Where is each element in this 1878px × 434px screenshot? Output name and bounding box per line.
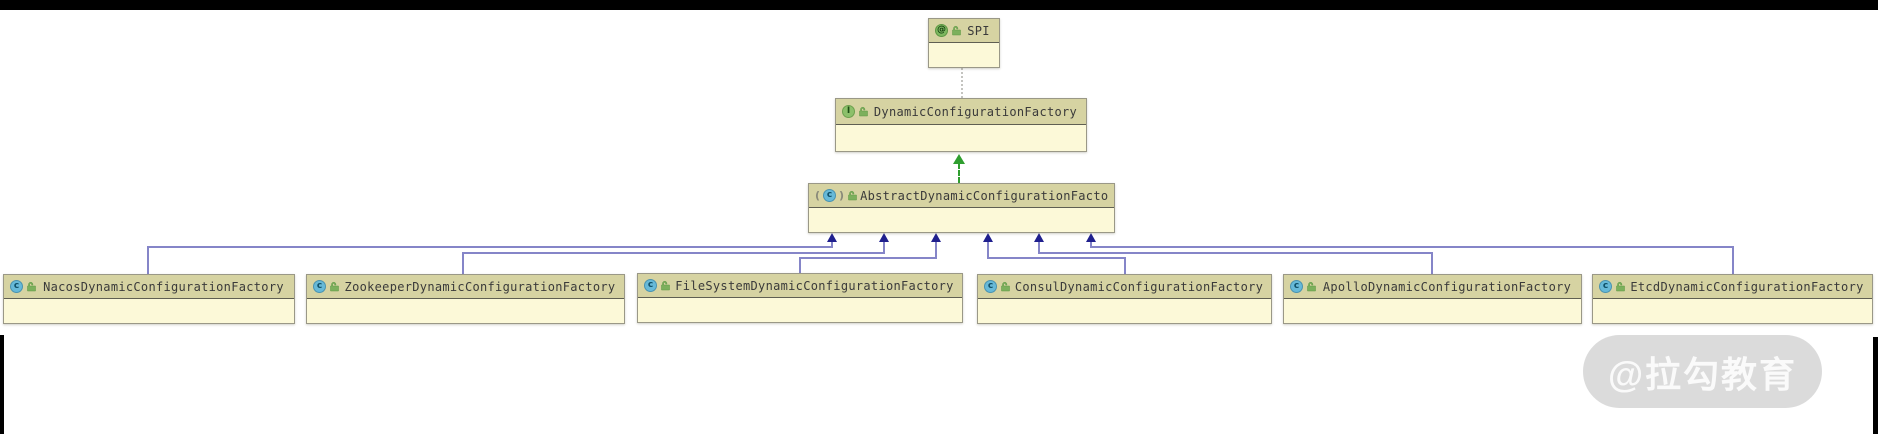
class-name: AbstractDynamicConfigurationFactory <box>860 189 1108 203</box>
interface-icon: I <box>842 105 855 118</box>
lock-icon <box>1306 281 1317 292</box>
node-icons: c <box>1290 280 1317 293</box>
class-name: NacosDynamicConfigurationFactory <box>39 280 288 294</box>
top-black-bar <box>0 0 1878 10</box>
class-icon: c <box>10 280 23 293</box>
class-name: ConsulDynamicConfigurationFactory <box>1013 280 1265 294</box>
implements-edge-line <box>958 163 960 183</box>
node-icons: c <box>984 280 1011 293</box>
class-name: FileSystemDynamicConfigurationFactory <box>673 279 956 293</box>
extends-edge-consul-stub <box>1124 258 1126 274</box>
abstract-class-icon: c <box>823 189 836 202</box>
extends-arrowhead-filesystem <box>931 233 941 242</box>
lock-icon <box>660 280 671 291</box>
extends-edge-filesystem-stub <box>799 258 801 274</box>
class-node-apollodynamicconfigurationfactory[interactable]: c ApolloDynamicConfigurationFactory <box>1283 274 1582 324</box>
class-node-nacosdynamicconfigurationfactory[interactable]: c NacosDynamicConfigurationFactory <box>3 274 295 324</box>
class-icon: c <box>644 279 657 292</box>
abstract-paren-left: ( <box>815 189 820 202</box>
extends-edge-consul-hline <box>987 257 1126 259</box>
bottom-left-black-bar <box>0 335 4 434</box>
class-name: ZookeeperDynamicConfigurationFactory <box>342 280 618 294</box>
class-icon: c <box>313 280 326 293</box>
node-icons: @ <box>935 24 962 37</box>
lock-icon <box>26 281 37 292</box>
class-icon: c <box>984 280 997 293</box>
extends-arrowhead-zookeeper <box>879 233 889 242</box>
lock-icon <box>847 190 858 201</box>
extends-edge-apollo-stem <box>1038 241 1040 253</box>
extends-arrowhead-etcd <box>1086 233 1096 242</box>
extends-arrowhead-consul <box>983 233 993 242</box>
node-icons: c <box>313 280 340 293</box>
node-body <box>4 299 294 323</box>
extends-edge-zookeeper-stem <box>883 241 885 253</box>
extends-edge-apollo-hline <box>1038 252 1433 254</box>
class-node-etcddynamicconfigurationfactory[interactable]: c EtcdDynamicConfigurationFactory <box>1592 274 1873 324</box>
node-icons: c <box>1599 280 1626 293</box>
extends-arrowhead-nacos <box>827 233 837 242</box>
node-body <box>638 298 962 322</box>
node-body <box>809 208 1114 232</box>
extends-edge-filesystem-hline <box>799 257 937 259</box>
interface-node-dynamicconfigurationfactory[interactable]: I DynamicConfigurationFactory <box>835 98 1087 152</box>
node-header: @ SPI <box>929 19 999 43</box>
node-body <box>307 299 624 323</box>
node-header: c EtcdDynamicConfigurationFactory <box>1593 275 1872 299</box>
bottom-right-black-bar <box>1873 337 1878 434</box>
node-icons: ( c ) <box>815 189 858 202</box>
extends-edge-consul-stem <box>987 241 989 258</box>
node-header: c ConsulDynamicConfigurationFactory <box>978 275 1271 299</box>
class-name: DynamicConfigurationFactory <box>871 105 1080 119</box>
class-node-filesystemdynamicconfigurationfactory[interactable]: c FileSystemDynamicConfigurationFactory <box>637 273 963 323</box>
lagou-education-watermark: @拉勾教育 <box>1583 335 1822 408</box>
abstract-class-node-abstractdynamicconfigurationfactory[interactable]: ( c ) AbstractDynamicConfigurationFactor… <box>808 183 1115 233</box>
lock-icon <box>951 25 962 36</box>
node-body <box>1284 299 1581 323</box>
node-body <box>836 125 1086 151</box>
extends-edge-zookeeper-stub <box>462 253 464 274</box>
node-header: I DynamicConfigurationFactory <box>836 99 1086 125</box>
extends-edge-etcd-stub <box>1732 247 1734 274</box>
class-name: EtcdDynamicConfigurationFactory <box>1628 280 1866 294</box>
class-name: SPI <box>964 24 993 38</box>
node-header: c NacosDynamicConfigurationFactory <box>4 275 294 299</box>
node-header: c ZookeeperDynamicConfigurationFactory <box>307 275 624 299</box>
node-body <box>978 299 1271 323</box>
class-icon: c <box>1290 280 1303 293</box>
lock-icon <box>1000 281 1011 292</box>
lock-icon <box>1615 281 1626 292</box>
node-body <box>1593 299 1872 323</box>
class-node-spi[interactable]: @ SPI <box>928 18 1000 68</box>
node-header: ( c ) AbstractDynamicConfigurationFactor… <box>809 184 1114 208</box>
extends-edge-nacos-stub <box>147 247 149 274</box>
extends-edge-zookeeper-hline <box>462 252 885 254</box>
class-node-zookeeperdynamicconfigurationfactory[interactable]: c ZookeeperDynamicConfigurationFactory <box>306 274 625 324</box>
class-name: ApolloDynamicConfigurationFactory <box>1319 280 1575 294</box>
extends-edge-nacos-hline <box>147 246 833 248</box>
annotation-edge-line <box>961 68 963 98</box>
node-header: c ApolloDynamicConfigurationFactory <box>1284 275 1581 299</box>
node-icons: c <box>10 280 37 293</box>
node-icons: I <box>842 105 869 118</box>
extends-edge-etcd-hline <box>1090 246 1734 248</box>
class-icon: c <box>1599 280 1612 293</box>
class-node-consuldynamicconfigurationfactory[interactable]: c ConsulDynamicConfigurationFactory <box>977 274 1272 324</box>
node-body <box>929 43 999 67</box>
extends-edge-apollo-stub <box>1431 253 1433 274</box>
abstract-paren-right: ) <box>839 189 844 202</box>
lock-icon <box>858 106 869 117</box>
node-icons: c <box>644 279 671 292</box>
node-header: c FileSystemDynamicConfigurationFactory <box>638 274 962 298</box>
extends-arrowhead-apollo <box>1034 233 1044 242</box>
annotation-icon: @ <box>935 24 948 37</box>
lock-icon <box>329 281 340 292</box>
extends-edge-filesystem-stem <box>935 241 937 258</box>
